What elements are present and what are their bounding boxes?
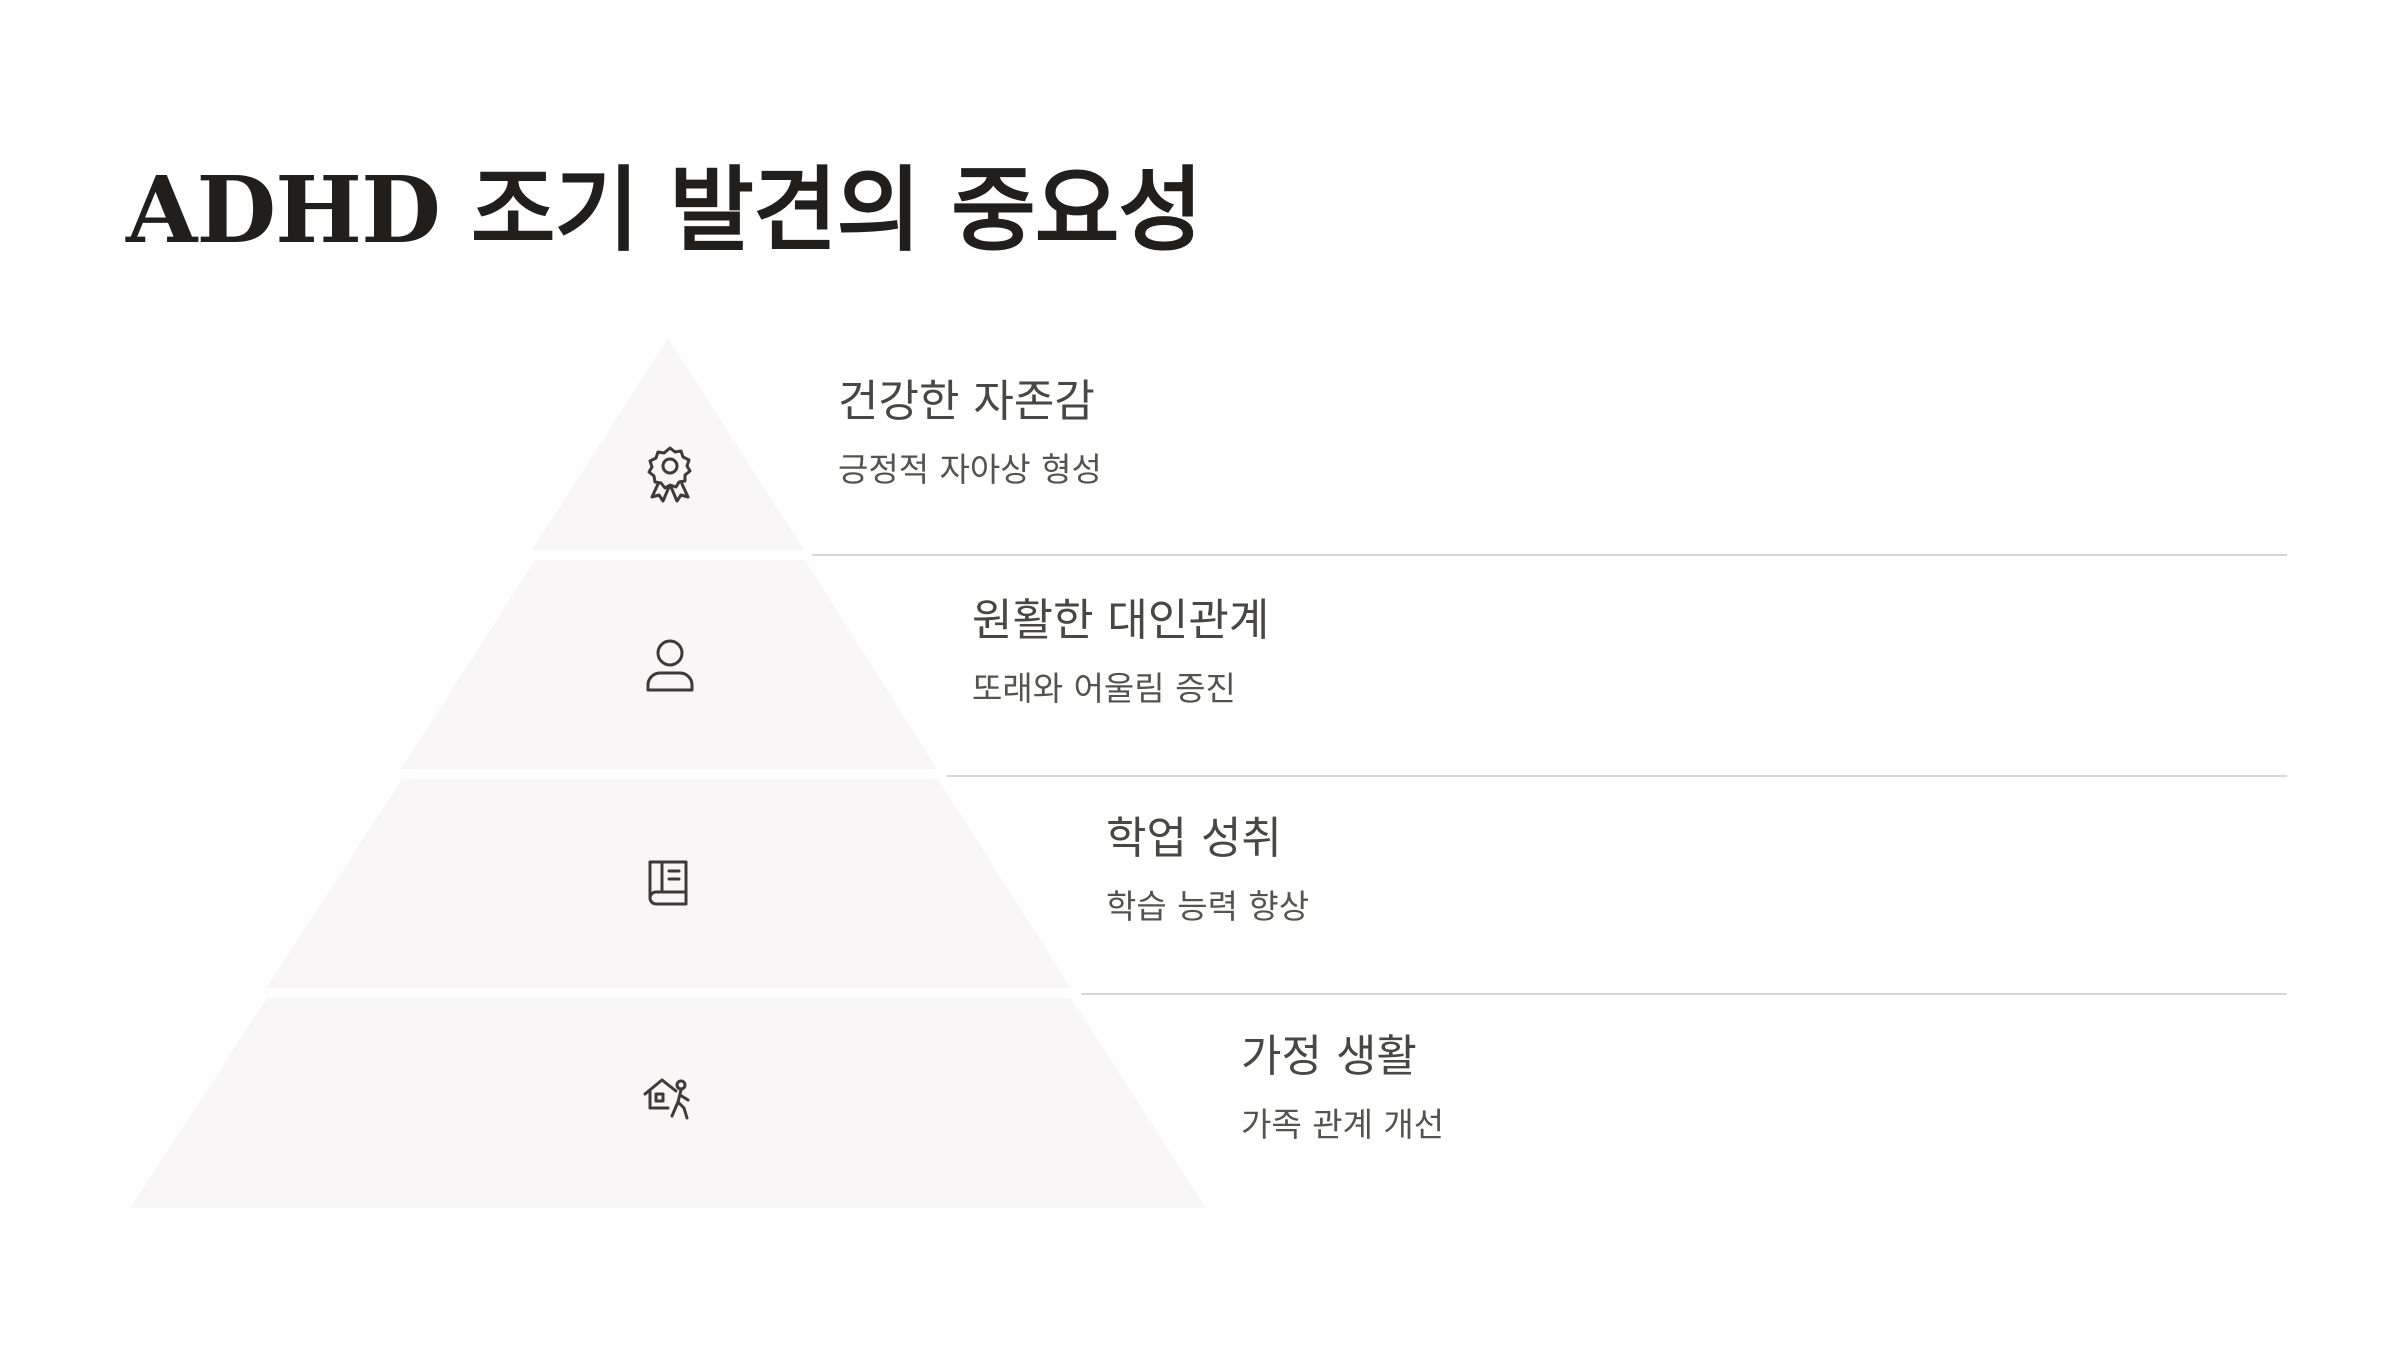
tier-2-text: 원활한 대인관계 또래와 어울림 증진 <box>972 593 1269 711</box>
home-family-icon <box>643 1078 690 1120</box>
pyramid-tier-3 <box>266 779 1071 988</box>
tier-3-description: 학습 능력 향상 <box>1106 887 1310 926</box>
tier-4-title: 가정 생활 <box>1241 1031 1417 1082</box>
tier-4-text: 가정 생활 가족 관계 개선 <box>1241 1029 1444 1147</box>
person-icon <box>646 639 694 692</box>
tier-3-text: 학업 성취 학습 능력 향상 <box>1106 811 1309 929</box>
book-icon <box>648 860 688 906</box>
tier-2-description: 또래와 어울림 증진 <box>972 669 1236 708</box>
pyramid-tier-4 <box>130 998 1206 1208</box>
award-ribbon-icon <box>647 446 692 503</box>
page-title: ADHD 조기 발견의 중요성 <box>126 156 1203 264</box>
tier-1-description: 긍정적 자아상 형성 <box>838 450 1102 489</box>
tier-2-title: 원활한 대인관계 <box>972 595 1270 646</box>
tier-4-description: 가족 관계 개선 <box>1241 1105 1445 1144</box>
tier-1-text: 건강한 자존감 긍정적 자아상 형성 <box>838 374 1102 492</box>
pyramid-tier-1 <box>532 338 804 550</box>
tier-1-title: 건강한 자존감 <box>838 376 1095 427</box>
tier-3-title: 학업 성취 <box>1106 813 1282 864</box>
